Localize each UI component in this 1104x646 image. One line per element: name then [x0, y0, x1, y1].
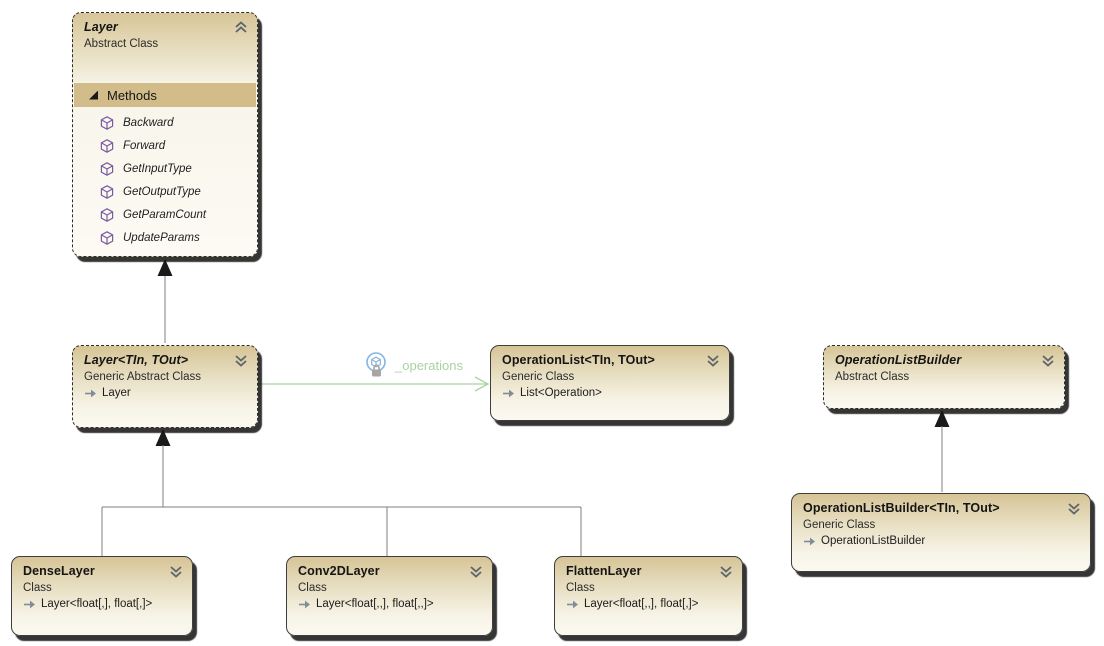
class-title: FlattenLayer — [566, 564, 642, 578]
method-row[interactable]: GetOutputType — [73, 180, 257, 203]
chevron-double-down-icon[interactable] — [234, 354, 248, 367]
class-box-layer-generic[interactable]: Layer<TIn, TOut> Generic Abstract Class … — [72, 345, 258, 428]
base-type-name: Layer<float[,], float[,]> — [41, 598, 153, 610]
class-box-layer[interactable]: Layer Abstract Class Methods Backward Fo… — [72, 12, 258, 257]
base-type-row[interactable]: Layer — [84, 387, 231, 399]
base-type-row[interactable]: List<Operation> — [502, 387, 703, 399]
section-collapse-triangle-icon[interactable] — [89, 90, 98, 100]
base-type-arrow-icon — [24, 600, 35, 608]
methods-section-header[interactable]: Methods — [74, 83, 256, 107]
class-box-dense-layer[interactable]: DenseLayer Class Layer<float[,], float[,… — [11, 556, 193, 636]
base-type-arrow-icon — [804, 537, 815, 545]
class-title: OperationListBuilder<TIn, TOut> — [803, 501, 1000, 515]
method-row[interactable]: GetParamCount — [73, 203, 257, 226]
base-type-arrow-icon — [299, 600, 310, 608]
class-kind-label: Abstract Class — [84, 38, 159, 50]
method-row[interactable]: Forward — [73, 134, 257, 157]
base-type-arrow-icon — [503, 389, 514, 397]
class-box-conv2d-layer[interactable]: Conv2DLayer Class Layer<float[,,], float… — [286, 556, 493, 636]
class-kind-label: Abstract Class — [835, 371, 910, 383]
association-label-operations[interactable]: _operations — [364, 351, 463, 379]
class-title: Layer<TIn, TOut> — [84, 353, 189, 367]
class-title: Conv2DLayer — [298, 564, 380, 578]
chevron-double-down-icon[interactable] — [169, 565, 183, 578]
class-title: OperationListBuilder — [835, 353, 962, 367]
class-kind-label: Generic Class — [803, 519, 876, 531]
chevron-double-down-icon[interactable] — [719, 565, 733, 578]
base-type-row[interactable]: Layer<float[,,], float[,,]> — [298, 598, 466, 610]
class-box-layer-header: Layer Abstract Class — [73, 13, 257, 50]
method-name: GetOutputType — [123, 185, 201, 198]
base-type-name: Layer — [102, 387, 131, 399]
base-type-row[interactable]: OperationListBuilder — [803, 535, 1064, 547]
chevron-double-down-icon[interactable] — [1041, 354, 1055, 367]
class-box-operation-list-builder[interactable]: OperationListBuilder Abstract Class — [823, 345, 1065, 409]
method-cube-icon — [100, 207, 114, 222]
private-field-icon — [366, 352, 386, 377]
method-row[interactable]: UpdateParams — [73, 226, 257, 249]
class-title: OperationList<TIn, TOut> — [502, 353, 655, 367]
methods-section-label: Methods — [107, 87, 157, 103]
chevron-double-down-icon[interactable] — [1067, 502, 1081, 515]
method-cube-icon — [100, 115, 114, 130]
chevron-double-up-icon[interactable] — [234, 21, 248, 34]
class-kind-label: Class — [298, 582, 327, 594]
base-type-name: List<Operation> — [520, 387, 602, 399]
base-type-name: OperationListBuilder — [821, 535, 926, 547]
class-kind-label: Class — [23, 582, 52, 594]
class-kind-label: Generic Abstract Class — [84, 371, 201, 383]
method-name: Forward — [123, 139, 166, 152]
inheritance-connector-subclasses-to-layer-generic[interactable] — [101, 429, 582, 556]
chevron-double-down-icon[interactable] — [706, 354, 720, 367]
base-type-name: Layer<float[,,], float[,]> — [584, 598, 699, 610]
class-box-operation-list[interactable]: OperationList<TIn, TOut> Generic Class L… — [490, 345, 730, 421]
method-row[interactable]: Backward — [73, 111, 257, 134]
class-box-operation-list-builder-generic[interactable]: OperationListBuilder<TIn, TOut> Generic … — [791, 493, 1091, 572]
association-field-name: _operations — [395, 357, 463, 373]
base-type-arrow-icon — [567, 600, 578, 608]
class-kind-label: Class — [566, 582, 595, 594]
method-name: UpdateParams — [123, 231, 200, 244]
class-box-flatten-layer[interactable]: FlattenLayer Class Layer<float[,,], floa… — [554, 556, 743, 636]
inheritance-connector-layer-generic-to-layer[interactable] — [157, 259, 173, 343]
base-type-row[interactable]: Layer<float[,,], float[,]> — [566, 598, 716, 610]
method-cube-icon — [100, 138, 114, 153]
base-type-arrow-icon — [85, 389, 96, 397]
inheritance-connector-builder-generic-to-builder[interactable] — [934, 410, 950, 492]
method-cube-icon — [100, 230, 114, 245]
chevron-double-down-icon[interactable] — [469, 565, 483, 578]
class-title: DenseLayer — [23, 564, 95, 578]
method-row[interactable]: GetInputType — [73, 157, 257, 180]
method-cube-icon — [100, 184, 114, 199]
class-kind-label: Generic Class — [502, 371, 575, 383]
base-type-row[interactable]: Layer<float[,], float[,]> — [23, 598, 166, 610]
association-connector-operations[interactable] — [259, 376, 490, 392]
class-title: Layer — [84, 20, 118, 34]
base-type-name: Layer<float[,,], float[,,]> — [316, 598, 434, 610]
method-cube-icon — [100, 161, 114, 176]
method-name: GetInputType — [123, 162, 192, 175]
method-name: Backward — [123, 116, 174, 129]
methods-list: Backward Forward GetInputType GetOutputT… — [73, 111, 257, 249]
method-name: GetParamCount — [123, 208, 207, 221]
